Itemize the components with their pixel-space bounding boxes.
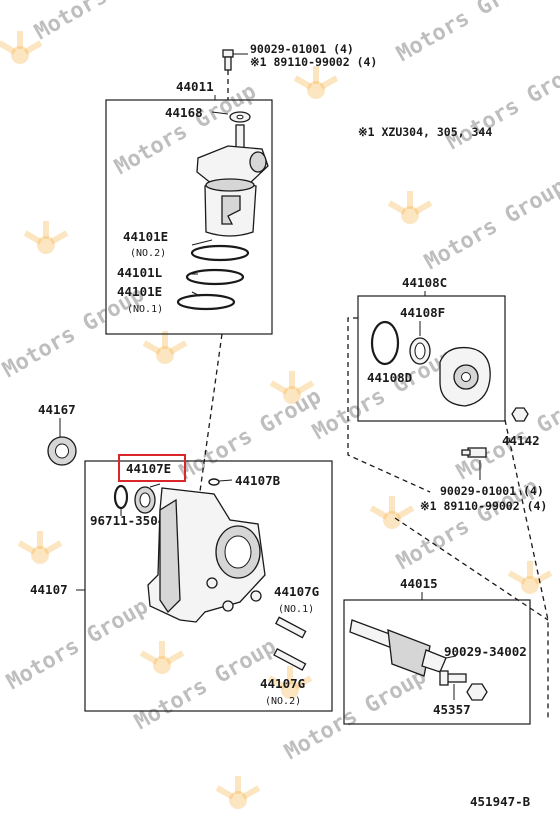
center-line — [195, 70, 229, 521]
model-note: ※1 XZU304, 305, 344 — [358, 125, 492, 139]
shaft-item-2-part: 45357 — [433, 702, 471, 717]
pump-bolt-part-a: 90029-01001 (4) — [440, 484, 544, 498]
watermark-text: Motors Group — [309, 344, 459, 445]
watermark-logo-icon — [293, 66, 339, 99]
shaft-group-frame — [343, 599, 531, 725]
watermark-logo-icon — [387, 191, 433, 224]
watermark-logo-icon — [215, 776, 261, 809]
upper-group-frame — [105, 99, 273, 335]
top-bolt-part-a: 90029-01001 (4) — [250, 42, 354, 56]
watermark-text: Motors Group — [393, 0, 543, 67]
shaft-nut — [466, 683, 488, 701]
upper-item-1-part: 44168 — [165, 105, 203, 120]
housing-highlight-part: 44107E — [126, 461, 171, 476]
watermark-logo-icon — [507, 561, 553, 594]
watermark-text: Motors Group — [3, 594, 153, 695]
nut-part: 44142 — [502, 433, 540, 448]
watermark-logo-icon — [267, 666, 313, 699]
pump-o-ring — [370, 320, 400, 366]
highlight-box — [118, 454, 186, 482]
watermark-logo-icon — [23, 221, 69, 254]
watermark-text: Motors Group — [131, 634, 281, 735]
watermark-logo-icon — [142, 331, 188, 364]
oil-seal — [47, 436, 77, 466]
housing-item-3-sub: (NO.1) — [278, 604, 314, 615]
upper-valve-body — [196, 111, 269, 237]
housing-item-2-part: 96711-35042 — [90, 513, 173, 528]
pump-cover — [439, 346, 491, 407]
shaft-bolt — [439, 670, 467, 686]
watermark-logo-icon — [17, 531, 63, 564]
pump-item-1-part: 44108F — [400, 305, 445, 320]
pump-center-line — [347, 317, 549, 720]
o-ring-no2 — [190, 244, 250, 262]
pump-group-frame — [357, 295, 506, 422]
watermark-text: Motors Group — [176, 384, 326, 485]
seal-part: 44167 — [38, 402, 76, 417]
housing-assembly-label: 44107 — [30, 582, 68, 597]
hex-nut — [511, 407, 529, 422]
watermark-text: Motors Group — [31, 0, 181, 45]
stud-no1 — [274, 616, 307, 639]
shaft-item-1-part: 90029-34002 — [444, 644, 527, 659]
upper-item-2-part: 44101E — [123, 229, 168, 244]
pump-seal — [409, 337, 431, 365]
watermark-text: Motors Group — [421, 174, 560, 275]
stud-no2 — [273, 647, 307, 671]
sector-shaft — [349, 619, 447, 677]
upper-item-4-sub: (NO.1) — [127, 304, 163, 315]
upper-item-3-part: 44101L — [117, 265, 163, 280]
upper-assembly-label: 44011 — [176, 79, 214, 94]
watermark-logo-icon — [269, 371, 315, 404]
pump-bolt-part-b: ※1 89110-99002 (4) — [420, 499, 547, 513]
housing-item-1-part: 44107B — [235, 473, 281, 488]
pump-bolt — [461, 447, 487, 458]
pump-assembly-label: 44108C — [402, 275, 447, 290]
pump-item-2-part: 44108D — [367, 370, 412, 385]
o-ring-no1 — [176, 293, 236, 311]
upper-item-2-sub: (NO.2) — [130, 248, 166, 259]
housing-item-4-part: 44107G — [260, 676, 305, 691]
diagram-id: 451947-B — [470, 794, 531, 809]
watermark-logo-icon — [139, 641, 185, 674]
housing-o-ring — [113, 484, 129, 510]
housing-item-3-part: 44107G — [274, 584, 319, 599]
housing-group-frame — [84, 460, 333, 712]
watermark-logo-icon — [0, 31, 43, 64]
housing-seal — [134, 486, 156, 514]
gear-housing — [147, 487, 266, 623]
watermark-text: Motors Group — [443, 54, 560, 155]
top-bolt — [222, 49, 248, 71]
top-bolt-part-b: ※1 89110-99002 (4) — [250, 55, 377, 69]
housing-item-4-sub: (NO.2) — [265, 696, 301, 707]
small-o-ring — [208, 478, 220, 486]
shaft-assembly-label: 44015 — [400, 576, 438, 591]
backup-ring — [185, 268, 245, 286]
watermark-logo-icon — [369, 496, 415, 529]
upper-item-4-part: 44101E — [117, 284, 162, 299]
